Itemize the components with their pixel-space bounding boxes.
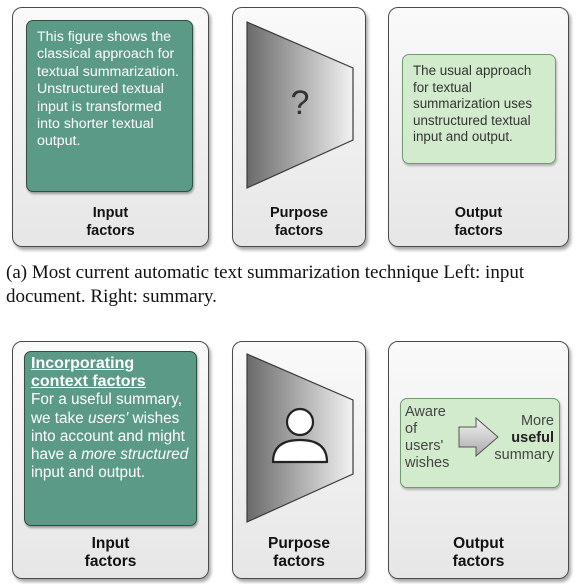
summary-text: summary: [494, 447, 554, 463]
user-icon: [271, 407, 329, 464]
more-text: More: [520, 413, 554, 429]
input-text-part-3: wishes into account and might have a: [31, 409, 185, 464]
output-description-box-a: The usual approach for textual summariza…: [402, 54, 556, 164]
purpose-factors-label-a: Purpose factors: [269, 205, 328, 239]
input-text-users-emphasis: users': [87, 409, 129, 427]
input-text-structured-emphasis: more structured: [81, 446, 189, 464]
input-description-text-a: This figure shows the classical approach…: [37, 29, 179, 150]
panel-b: Incorporating context factors For a usef…: [0, 335, 580, 583]
context-factors-heading: Incorporating context factors: [31, 355, 146, 391]
purpose-factors-card-b: Purpose factors: [232, 341, 366, 579]
input-factors-label-b: Input factors: [84, 534, 137, 571]
input-text-part-1: For a useful summary, we take: [31, 391, 183, 427]
output-description-text-a: The usual approach for textual summariza…: [413, 63, 533, 144]
input-text-part-5: input and output.: [31, 464, 145, 482]
aware-of-users-wishes-text: Aware of users' wishes: [405, 404, 450, 471]
output-factors-label-b: Output factors: [452, 534, 505, 571]
output-factors-card-a: The usual approach for textual summariza…: [388, 7, 569, 247]
input-factors-card-b: Incorporating context factors For a usef…: [12, 341, 209, 579]
purpose-factors-card-a: ? Purpose factors: [232, 7, 366, 247]
output-factors-label-a: Output factors: [454, 205, 503, 239]
input-factors-card-a: This figure shows the classical approach…: [12, 7, 209, 247]
panel-a: This figure shows the classical approach…: [0, 0, 580, 255]
right-arrow-icon: [458, 416, 499, 458]
input-description-box-a: This figure shows the classical approach…: [26, 20, 193, 192]
funnel-shape-b: [246, 353, 354, 523]
input-factors-label-a: Input factors: [86, 205, 135, 239]
useful-text: useful: [511, 430, 554, 446]
output-factors-card-b: Aware of users' wishes More useful summa…: [388, 341, 569, 579]
question-mark-symbol: ?: [290, 84, 310, 122]
purpose-factors-label-b: Purpose factors: [267, 534, 330, 571]
input-description-box-b: Incorporating context factors For a usef…: [24, 351, 197, 526]
more-useful-summary-text: More useful summary: [494, 413, 554, 464]
output-description-box-b: Aware of users' wishes More useful summa…: [400, 398, 560, 488]
funnel-shape-a: [246, 21, 354, 189]
caption-a: (a) Most current automatic text summariz…: [6, 262, 525, 307]
